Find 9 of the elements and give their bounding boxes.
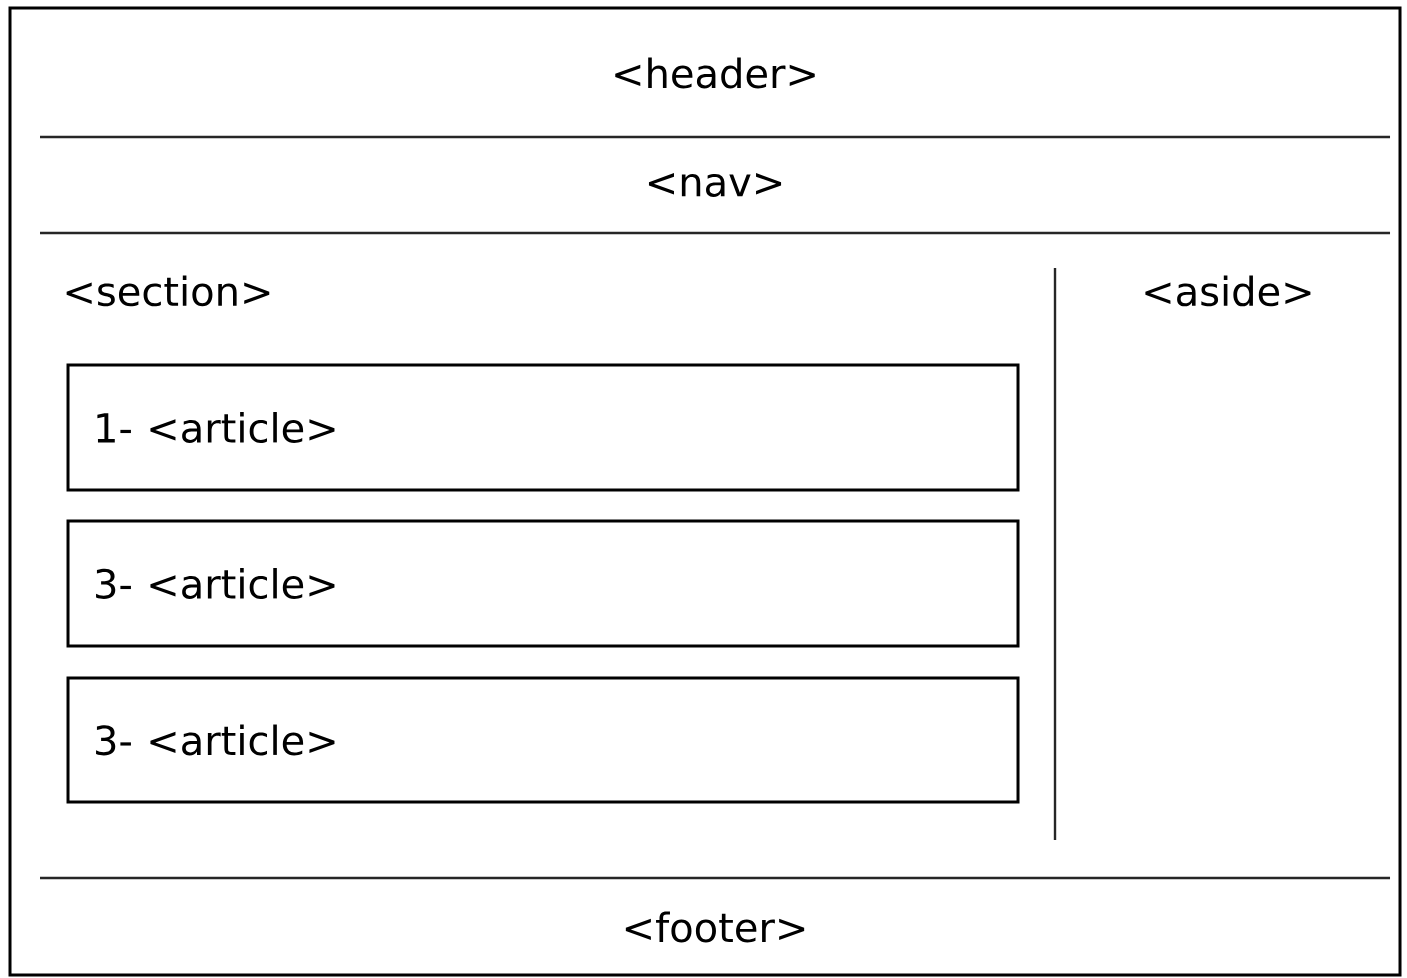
article-box: 3- <article> [66,519,1020,648]
article-box: 1- <article> [66,363,1020,492]
band-label: <header> [615,57,815,89]
region-label: <section> [66,275,270,307]
band-label: <footer> [625,911,805,943]
article-box: 3- <article> [66,676,1020,804]
region-label: <aside> [1145,275,1311,307]
band-label: <nav> [648,173,782,197]
page-frame [8,6,1402,977]
